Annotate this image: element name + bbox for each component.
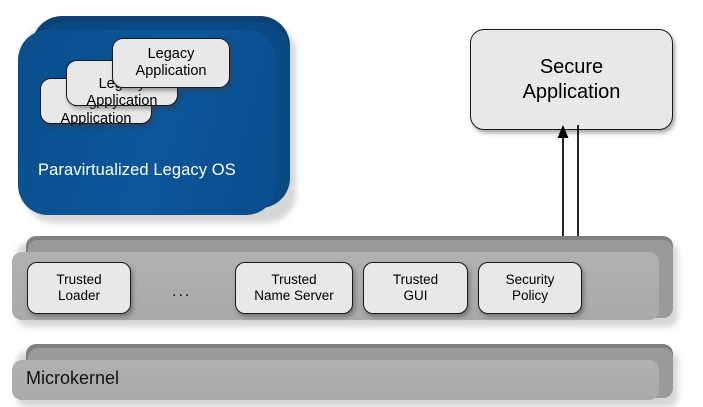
security-policy-line2: Policy [511,288,548,303]
legacy-application-box-3[interactable]: Legacy Application [112,38,230,88]
trusted-name-server-line2: Name Server [254,288,334,303]
microkernel-layer [12,344,678,407]
kernel-slab-front-face [12,360,659,400]
legacy-application-3-line1: Legacy [147,45,195,62]
trusted-loader-line2: Loader [57,288,101,303]
legacy-application-2-line2: Application [86,93,158,109]
trusted-gui-line1: Trusted [392,272,439,288]
trusted-gui-line2: GUI [403,288,428,303]
trusted-name-server-box[interactable]: Trusted Name Server [235,262,353,314]
legacy-application-1-line2: Application [60,111,132,127]
secure-application-line1: Secure [539,56,604,79]
microkernel-label: Microkernel [26,368,120,388]
trusted-loader-line1: Trusted [56,272,102,288]
trusted-gui-box[interactable]: Trusted GUI [363,262,468,314]
trusted-name-server-line1: Trusted [271,272,317,288]
security-policy-box[interactable]: Security Policy [478,262,582,314]
security-policy-line1: Security [505,272,555,288]
secure-application-line2: Application [522,80,621,103]
secure-application-box[interactable]: Secure Application [470,29,673,130]
legacy-application-3-line2: Application [135,63,207,79]
trusted-loader-box[interactable]: Trusted Loader [27,262,131,314]
services-ellipsis: ... [172,283,192,300]
legacy-os-label: Paravirtualized Legacy OS [38,161,236,179]
